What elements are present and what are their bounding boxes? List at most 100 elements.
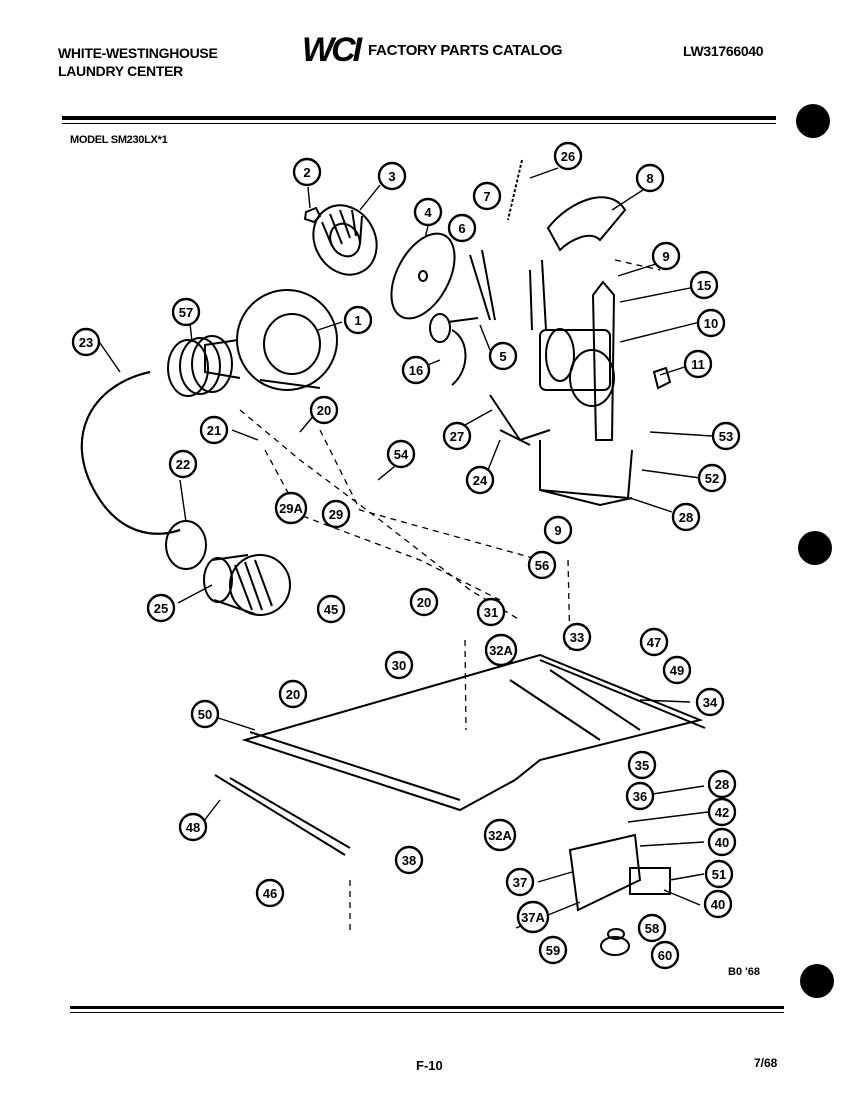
svg-text:60: 60: [658, 948, 672, 963]
callout-9-2: 9: [543, 515, 573, 545]
callout-51: 51: [704, 859, 734, 889]
callout-58: 58: [637, 913, 667, 943]
svg-text:51: 51: [712, 867, 726, 882]
callout-16: 16: [401, 355, 431, 385]
callout-54: 54: [386, 439, 416, 469]
callout-22: 22: [168, 449, 198, 479]
svg-text:46: 46: [263, 886, 277, 901]
svg-text:54: 54: [394, 447, 409, 462]
callout-37: 37: [505, 867, 535, 897]
callout-5: 5: [488, 341, 518, 371]
svg-text:20: 20: [417, 595, 431, 610]
callout-32a-2: 32A: [483, 818, 517, 852]
svg-text:48: 48: [186, 820, 200, 835]
svg-text:24: 24: [473, 473, 488, 488]
callout-20-2: 20: [409, 587, 439, 617]
catalog-number: LW31766040: [683, 43, 764, 59]
callout-11: 11: [683, 349, 713, 379]
svg-text:16: 16: [409, 363, 423, 378]
callout-47: 47: [639, 627, 669, 657]
svg-text:3: 3: [388, 169, 395, 184]
callout-27: 27: [442, 421, 472, 451]
callout-26: 26: [553, 141, 583, 171]
svg-text:49: 49: [670, 663, 684, 678]
svg-text:52: 52: [705, 471, 719, 486]
svg-text:5: 5: [499, 349, 506, 364]
svg-text:21: 21: [207, 423, 221, 438]
callout-6: 6: [447, 213, 477, 243]
footer-rule-thin: [70, 1012, 784, 1013]
svg-text:34: 34: [703, 695, 718, 710]
callout-1: 1: [343, 305, 373, 335]
callout-31: 31: [476, 597, 506, 627]
product-line: LAUNDRY CENTER: [58, 63, 183, 79]
svg-text:11: 11: [691, 357, 705, 372]
svg-text:29: 29: [329, 507, 343, 522]
svg-text:28: 28: [715, 777, 729, 792]
callout-52: 52: [697, 463, 727, 493]
callout-59: 59: [538, 935, 568, 965]
callout-56: 56: [527, 550, 557, 580]
callout-9: 9: [651, 241, 681, 271]
callout-45: 45: [316, 594, 346, 624]
callout-2: 2: [292, 157, 322, 187]
brand-name: WHITE-WESTINGHOUSE: [58, 45, 218, 61]
svg-text:22: 22: [176, 457, 190, 472]
callout-46: 46: [255, 878, 285, 908]
svg-text:28: 28: [679, 510, 693, 525]
leader-lines: [99, 167, 713, 929]
model-number: MODEL SM230LX*1: [70, 134, 168, 146]
callout-23: 23: [71, 327, 101, 357]
svg-text:6: 6: [458, 221, 465, 236]
callout-40: 40: [707, 827, 737, 857]
callout-38: 38: [394, 845, 424, 875]
svg-text:40: 40: [711, 897, 725, 912]
callout-50: 50: [190, 699, 220, 729]
callout-33: 33: [562, 622, 592, 652]
svg-text:WCI: WCI: [302, 32, 364, 66]
footer-rule: [70, 1006, 784, 1009]
callout-53: 53: [711, 421, 741, 451]
svg-text:25: 25: [154, 601, 168, 616]
svg-text:2: 2: [303, 165, 310, 180]
callout-8: 8: [635, 163, 665, 193]
callout-25: 25: [146, 593, 176, 623]
header-rule-thin: [62, 123, 776, 124]
svg-text:36: 36: [633, 789, 647, 804]
callout-15: 15: [689, 270, 719, 300]
svg-text:53: 53: [719, 429, 733, 444]
svg-text:31: 31: [484, 605, 498, 620]
svg-text:58: 58: [645, 921, 659, 936]
callout-21: 21: [199, 415, 229, 445]
svg-text:32A: 32A: [488, 828, 512, 843]
svg-text:10: 10: [704, 316, 718, 331]
callout-10: 10: [696, 308, 726, 338]
svg-text:1: 1: [354, 313, 361, 328]
svg-text:40: 40: [715, 835, 729, 850]
svg-text:59: 59: [546, 943, 560, 958]
callout-28-2: 28: [707, 769, 737, 799]
binder-hole-top: [796, 104, 830, 138]
svg-text:50: 50: [198, 707, 212, 722]
svg-text:9: 9: [662, 249, 669, 264]
svg-text:35: 35: [635, 758, 649, 773]
svg-text:38: 38: [402, 853, 416, 868]
callout-4: 4: [413, 197, 443, 227]
callout-29: 29: [321, 499, 351, 529]
page-number: F-10: [416, 1058, 443, 1073]
svg-text:37: 37: [513, 875, 527, 890]
svg-text:20: 20: [317, 403, 331, 418]
svg-text:23: 23: [79, 335, 93, 350]
catalog-date: 7/68: [754, 1056, 778, 1070]
binder-hole-bottom: [800, 964, 834, 998]
callout-35: 35: [627, 750, 657, 780]
svg-text:47: 47: [647, 635, 661, 650]
callout-7: 7: [472, 181, 502, 211]
callout-32a: 32A: [484, 633, 518, 667]
callout-28: 28: [671, 502, 701, 532]
callout-20: 20: [309, 395, 339, 425]
svg-text:15: 15: [697, 278, 711, 293]
part-drawings: [80, 159, 706, 956]
